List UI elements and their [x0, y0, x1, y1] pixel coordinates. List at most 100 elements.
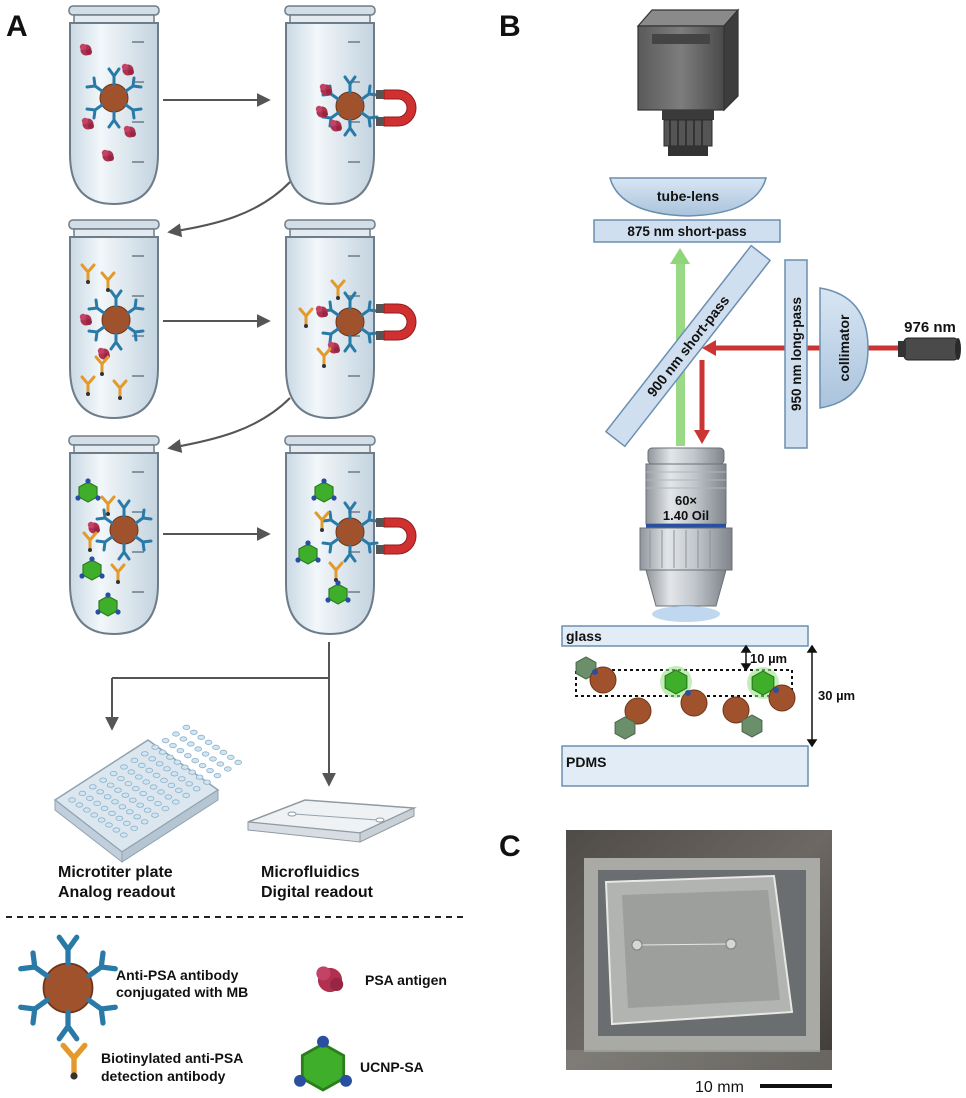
plate-well: [163, 766, 171, 772]
plate-well: [114, 787, 122, 793]
tube-ucnp: [68, 435, 160, 635]
collimator-label: collimator: [836, 314, 852, 381]
laser-label: 976 nm: [904, 319, 956, 336]
plate-well: [182, 792, 191, 799]
plate-label: Microtiter plate: [58, 864, 173, 881]
chip-sublabel: Digital readout: [261, 884, 374, 901]
objective-mag: 60×: [675, 493, 697, 508]
tube-detection-magnet: [284, 219, 379, 419]
plate-well: [184, 752, 192, 759]
filter-950-label: 950 nm long-pass: [789, 297, 804, 411]
plate-well: [161, 805, 170, 812]
plate-well: [169, 742, 177, 749]
filter-875: [593, 219, 781, 243]
plate-well: [120, 764, 128, 770]
plate-well: [224, 766, 232, 772]
tube-lens-label: tube-lens: [657, 188, 719, 204]
plate-well: [167, 782, 176, 789]
plate-well: [111, 799, 119, 805]
tube-lens: [609, 177, 767, 217]
tube-capture: [68, 5, 160, 205]
panel-label-b: B: [499, 10, 521, 43]
legend-antigen-icon: [316, 966, 344, 993]
device-photo: [566, 830, 832, 1070]
plate-well: [97, 817, 106, 823]
plate-well: [136, 802, 145, 808]
plate-well: [179, 736, 188, 742]
dimension-10um: [740, 644, 752, 672]
plate-well: [127, 769, 136, 775]
plate-well: [140, 819, 149, 825]
laser-beam-arrow: [702, 340, 716, 356]
plate-well: [118, 804, 127, 810]
plate-well: [93, 800, 101, 807]
plate-well: [187, 741, 195, 747]
panel-label-c: C: [499, 830, 521, 863]
legend-ucnp-icon: [292, 1034, 354, 1092]
plate-well: [143, 807, 152, 813]
camera-icon: [636, 8, 740, 156]
plate-well: [201, 751, 210, 757]
chip-label: Microfluidics: [261, 864, 360, 881]
plate-well: [75, 802, 84, 808]
collimator: [819, 287, 869, 409]
plate-well: [209, 756, 217, 762]
magnet-icon: [375, 303, 417, 341]
plate-well: [157, 789, 165, 795]
tube-capture-magnet: [284, 5, 379, 205]
glass-label: glass: [566, 628, 602, 644]
tube-ucnp-magnet: [284, 435, 379, 635]
plate-well: [130, 825, 139, 832]
legend-mb-label: Anti-PSA antibody: [116, 967, 239, 983]
filter-950: 950 nm long-pass: [784, 259, 808, 449]
plate-well: [216, 761, 225, 767]
legend-ucnp-label: UCNP-SA: [360, 1059, 424, 1075]
plate-well: [99, 777, 107, 783]
plate-well: [121, 792, 130, 798]
plate-well: [164, 794, 173, 800]
plate-well: [178, 776, 186, 782]
legend-antigen-label: PSA antigen: [365, 972, 447, 988]
plate-well: [96, 789, 104, 795]
plate-well: [124, 780, 133, 787]
plate-well: [158, 749, 167, 755]
plate-well: [68, 797, 76, 803]
channel-particles: [575, 656, 796, 740]
plate-well: [138, 762, 146, 769]
magnet-icon: [375, 517, 417, 555]
objective-lens-icon: [639, 447, 733, 622]
plate-well: [139, 790, 148, 797]
plate-well: [109, 770, 118, 777]
plate-well: [173, 759, 182, 765]
emission-beam-arrow: [670, 248, 690, 264]
microfluidic-chip-icon: [247, 799, 417, 843]
plate-well: [105, 822, 113, 828]
plate-well: [86, 795, 94, 802]
plate-well: [133, 814, 142, 820]
plate-well: [234, 759, 243, 766]
legend-detection-label: Biotinylated anti-PSA: [101, 1050, 243, 1066]
dim-focal-label: 10 µm: [750, 651, 787, 666]
plate-well: [154, 800, 162, 807]
plate-well: [227, 754, 235, 761]
plate-well: [197, 734, 206, 741]
plate-well: [100, 805, 109, 812]
plate-well: [203, 779, 211, 785]
plate-well: [103, 794, 112, 800]
legend-mb: [21, 937, 116, 1039]
pdms-layer: [561, 745, 809, 787]
plate-well: [155, 761, 164, 767]
plate-sublabel: Analog readout: [58, 884, 176, 901]
arrow-return-1: [167, 181, 291, 238]
laser-beam-down-arrow: [694, 430, 710, 444]
plate-well: [89, 784, 97, 790]
arrow-return-2: [167, 397, 291, 453]
plate-well: [90, 812, 98, 818]
panel-label-a: A: [6, 10, 28, 43]
plate-well: [106, 782, 115, 788]
plate-well: [172, 731, 180, 737]
plate-well: [198, 762, 207, 769]
plate-well: [130, 757, 139, 764]
plate-well: [145, 767, 154, 774]
